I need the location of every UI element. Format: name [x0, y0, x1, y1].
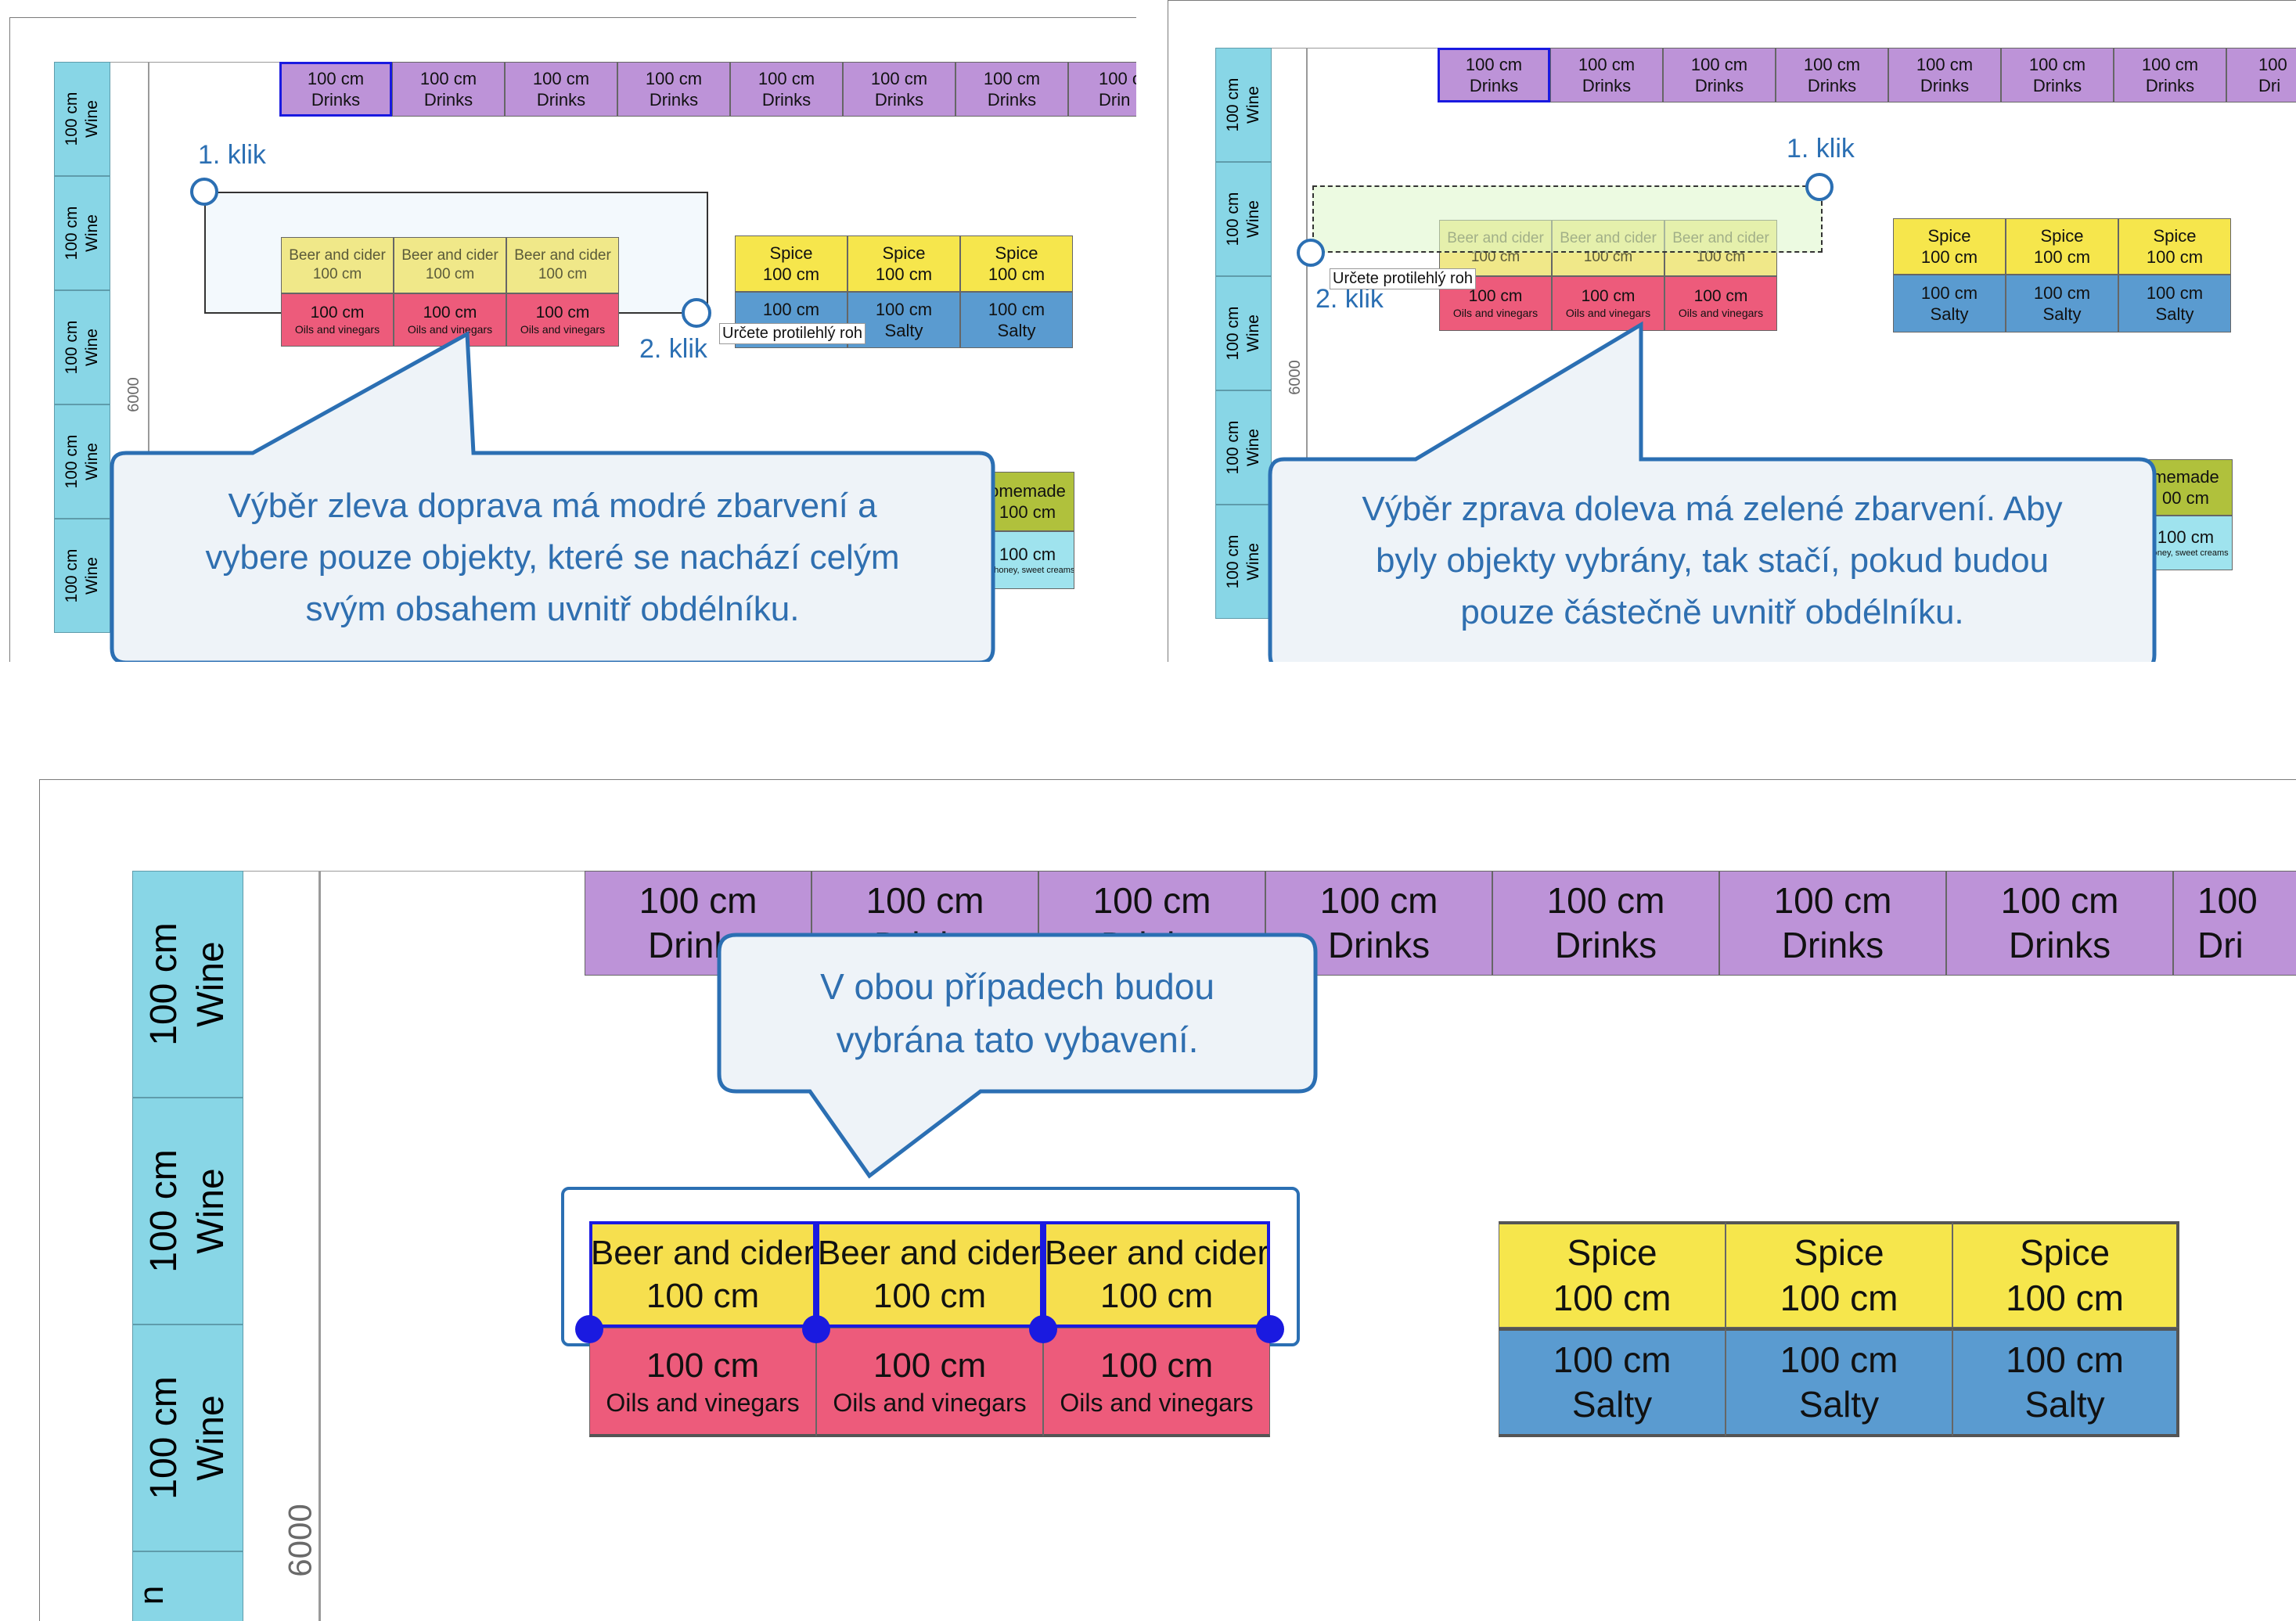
selection-handle[interactable] [1256, 1315, 1284, 1343]
selection-handle[interactable] [575, 1315, 603, 1343]
selection-rectangle-green [1312, 185, 1823, 253]
second-click-marker [1297, 239, 1325, 267]
first-click-label: 1. klik [198, 140, 266, 170]
wine-shelf-partial[interactable]: n [132, 1551, 243, 1621]
second-click-marker [682, 298, 711, 328]
callout-text: Výběr zleva doprava má modré zbarvení a … [205, 487, 900, 628]
tooltip-opposite-corner: Určete protilehlý roh [1330, 268, 1476, 289]
first-click-marker [1805, 173, 1834, 201]
wall-line-vertical [148, 62, 149, 662]
selection-handle[interactable] [1029, 1315, 1057, 1343]
callout-text: V obou případech budou vybrána tato vyba… [820, 966, 1215, 1060]
first-click-label: 1. klik [1787, 134, 1855, 164]
wall-line-vertical [1306, 48, 1308, 662]
tooltip-opposite-corner: Určete protilehlý roh [719, 323, 865, 344]
callout-bubble [1268, 321, 2157, 662]
callout-bubble [110, 330, 995, 662]
callout-text: Výběr zprava doleva má zelené zbarvení. … [1362, 490, 2063, 631]
selection-handle[interactable] [802, 1315, 830, 1343]
second-click-label: 2. klik [639, 334, 707, 364]
drinks-shelf-partial[interactable]: 100 cDrin [1068, 62, 1136, 117]
first-click-marker [190, 178, 218, 206]
callout-bubble [717, 933, 1318, 1179]
wall-line-vertical [318, 871, 321, 1621]
